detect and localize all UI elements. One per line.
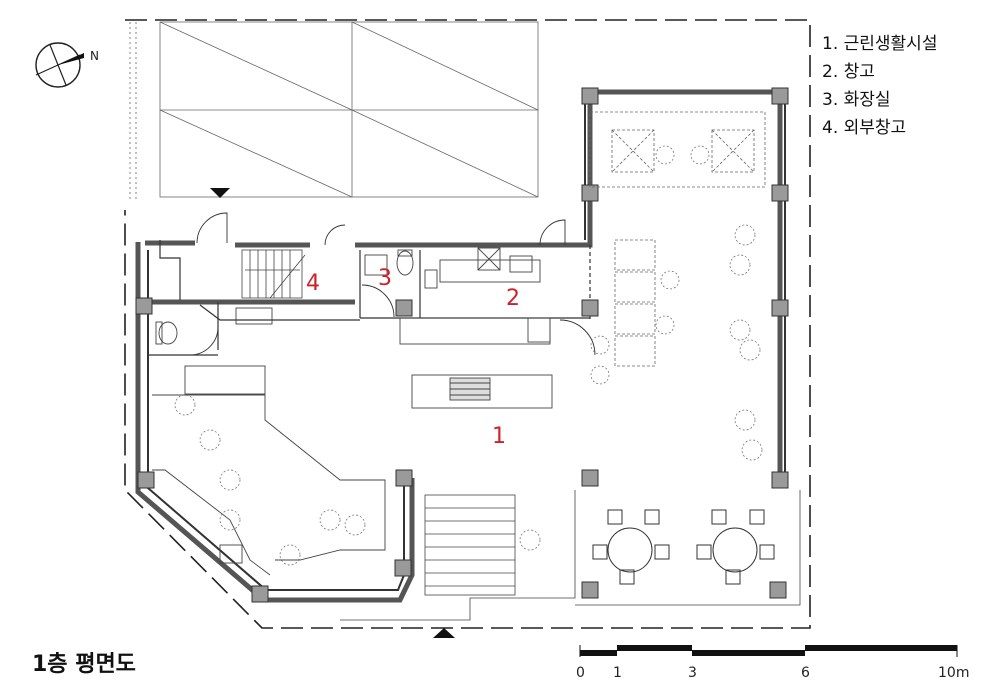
legend-item: 2. 창고 — [822, 62, 875, 82]
room-label-4: 4 — [306, 271, 320, 296]
scale-bar: 0 1 3 6 10m — [576, 645, 969, 681]
door-swings — [189, 212, 596, 356]
legend-item: 3. 화장실 — [822, 90, 891, 110]
outdoor-tables — [592, 509, 775, 585]
room-label-3: 3 — [378, 266, 392, 291]
legend-item: 4. 외부창고 — [822, 118, 907, 138]
site-boundary — [124, 19, 811, 629]
room-legend: 1. 근린생활시설 2. 창고 3. 화장실 4. 외부창고 — [822, 30, 937, 142]
scale-tick-1: 1 — [613, 665, 622, 681]
seating-circles — [174, 145, 763, 566]
entrance-marker-top-icon — [210, 188, 230, 198]
room-label-2: 2 — [506, 286, 520, 311]
scale-tick-0: 0 — [576, 665, 585, 681]
columns — [135, 87, 789, 603]
dining-tables — [589, 111, 766, 367]
legend-item: 1. 근린생활시설 — [822, 34, 938, 54]
exterior-walls — [135, 89, 786, 603]
stairs-room-4 — [241, 249, 306, 299]
entrance-marker-bottom-icon — [433, 628, 455, 638]
scale-tick-6: 6 — [801, 665, 810, 681]
scale-tick-3: 3 — [688, 665, 697, 681]
north-arrow-icon: N — [35, 42, 99, 88]
north-label: N — [90, 49, 99, 63]
toilet-fixtures — [155, 249, 414, 345]
kitchen-counters — [399, 247, 553, 409]
bar-counter — [152, 365, 386, 576]
interior-partitions — [148, 240, 591, 356]
parking-area — [129, 21, 539, 200]
front-steps — [340, 490, 801, 621]
scale-tick-10m: 10m — [938, 665, 969, 681]
room-label-1: 1 — [492, 424, 506, 449]
plan-title: 1층 평면도 — [32, 652, 136, 677]
